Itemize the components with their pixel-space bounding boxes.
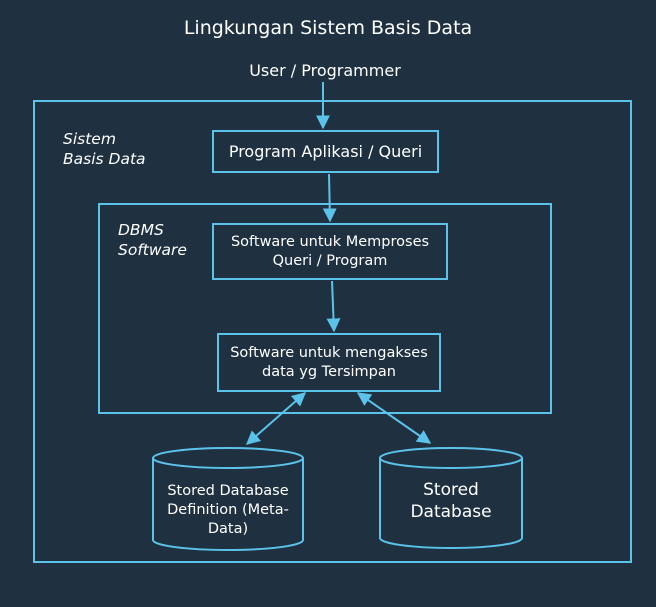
diagram-title: Lingkungan Sistem Basis Data bbox=[183, 17, 473, 39]
arrow-processor-to-access bbox=[326, 280, 341, 333]
metadata-cylinder bbox=[152, 447, 304, 551]
arrow-program-to-processor bbox=[322, 173, 337, 223]
arrow-access-to-metadata bbox=[245, 392, 307, 445]
program-box: Program Aplikasi / Queri bbox=[212, 130, 439, 173]
database-store-label: Stored Database bbox=[410, 480, 492, 522]
dbms-container bbox=[98, 203, 552, 414]
system-container bbox=[33, 100, 632, 563]
arrow-access-to-database bbox=[356, 392, 432, 444]
data-access-box: Software untuk mengakses data yg Tersimp… bbox=[217, 333, 441, 392]
metadata-store-label: Stored Database Definition (Meta- Data) bbox=[167, 482, 289, 537]
dbms-container-label: DBMS Software bbox=[118, 221, 187, 259]
user-label: User / Programmer bbox=[249, 61, 401, 80]
query-processor-box: Software untuk Memproses Queri / Program bbox=[212, 223, 448, 280]
database-cylinder bbox=[379, 447, 523, 549]
system-container-label: Sistem Basis Data bbox=[63, 130, 146, 168]
